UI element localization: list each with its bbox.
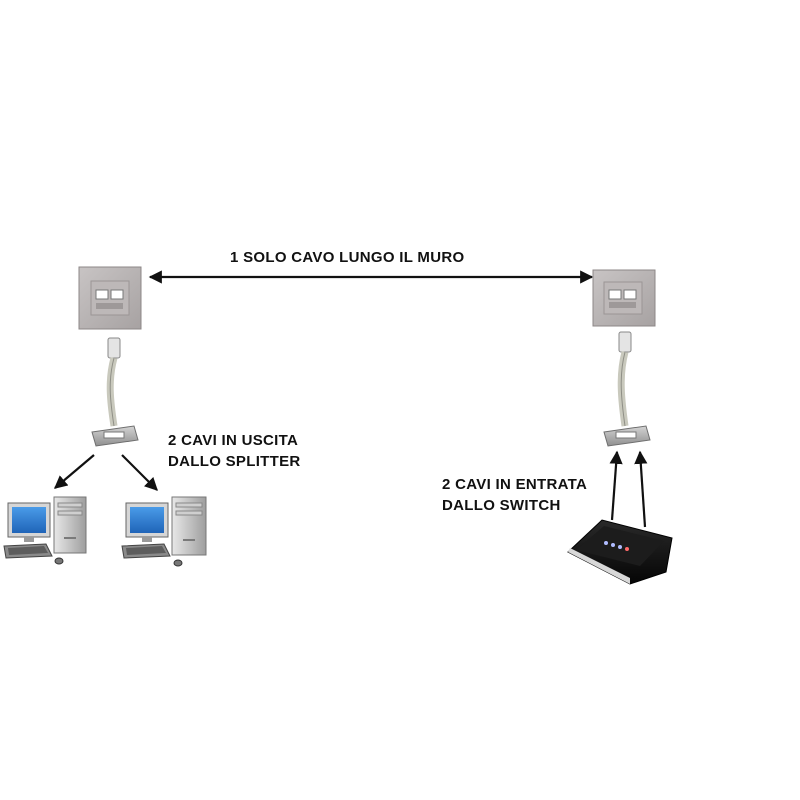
wall-socket-right [592,269,656,327]
switch-input-label-line2: DALLO SWITCH [442,497,561,514]
switch-input-label-line1: 2 CAVI IN ENTRATA [442,476,588,493]
splitter-output-label-line2: DALLO SPLITTER [168,453,301,470]
splitter-output-label: 2 CAVI IN USCITA DALLO SPLITTER [168,430,301,472]
computer-2 [121,496,207,567]
switch-input-label: 2 CAVI IN ENTRATA DALLO SWITCH [442,474,587,516]
wall-socket-left [78,266,142,330]
computer-1 [3,496,87,565]
wall-cable-label: 1 SOLO CAVO LUNGO IL MURO [230,249,465,266]
splitter-output-arrow-left [53,454,95,489]
splitter-left [91,337,139,447]
switch-input-arrow-right [634,450,648,528]
switch-router [567,519,673,585]
switch-input-arrow-left [609,450,623,521]
splitter-output-label-line1: 2 CAVI IN USCITA [168,432,299,449]
splitter-right [603,331,651,447]
splitter-output-arrow-right [121,454,158,491]
